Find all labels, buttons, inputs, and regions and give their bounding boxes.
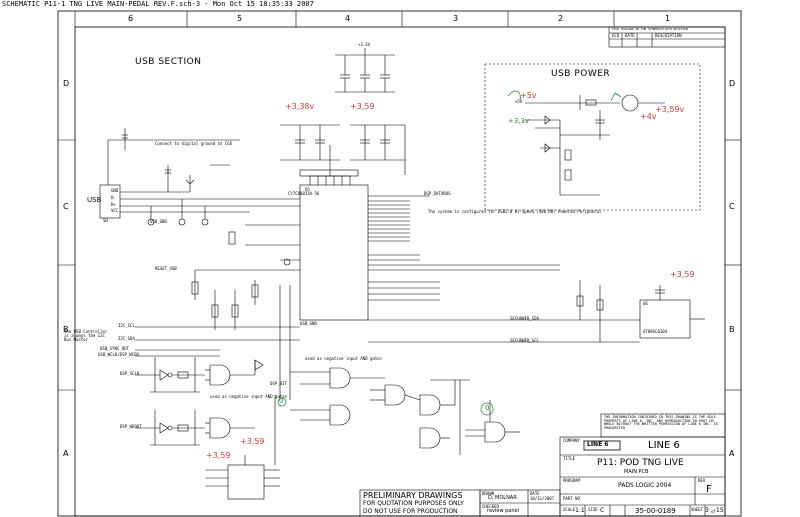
revision-col-description: DESCRIPTION [655,33,682,38]
title-block-title-label: TITLE [563,456,576,461]
handwritten-voltage: +3,38v [285,102,315,111]
handwritten-voltage: +5v [520,91,537,100]
handwritten-voltage: +3,59 [350,102,375,111]
title-block-date: 10/11/2007 [530,496,555,501]
net-label-usb-wclk: USB_WCLK/DSP_WCOO [98,352,139,357]
i2c-master-note: The USB Controller is always the I2C Bus… [64,329,108,342]
usb-pin-label: D- [111,195,116,200]
net-label-usb-gnd: USB_GND [150,219,167,224]
revision-col-eco: ECO [612,33,620,38]
zone-label-top: 1 [665,14,671,23]
title-block-scale: 1:1 [575,507,585,514]
prelim-line-1: PRELIMINARY DRAWINGS [363,491,463,500]
zone-label-side-left: B [63,325,69,334]
net-label-securwer-sda: SECURWER_SDA [510,316,539,321]
title-block-program: PADS LOGIC 2004 [618,482,672,489]
chip-u6-ref: U6 [643,301,648,306]
title-block-size-label: SIZE [588,507,598,512]
title-block-subtitle: MAIN PCB [624,469,649,475]
sheet-header: SCHEMATIC P11-1 TNG LIVE MAIN-PEDAL REV.… [2,0,314,8]
zone-label-side-left: A [63,449,69,458]
title-block-sheet-total: 15 [716,507,724,514]
net-label-vcc-33: +3.3V [358,42,371,47]
revision-col-date: DATE [625,33,635,38]
title-block-sheet: 3 [705,507,709,514]
proprietary-notice: THE INFORMATION CONTAINED IN THIS DRAWIN… [604,415,718,430]
zone-label-top: 4 [345,14,351,23]
net-label-usb-gnd-2: USB_GND [300,321,317,326]
title-block-program-label: PROGRAM [563,478,580,483]
chip-u5-part: CY7C68013A-56 [288,191,320,196]
nand-gates-note: used as negative input AND gates [305,356,383,361]
nand-gates-note-2: used as negative input AND gates [210,394,288,399]
zone-label-side-right: B [729,325,735,334]
chip-u6-part: AT88SC0104 [643,329,668,334]
net-label-i2c-scl: I2C_SCL [118,323,135,328]
usb-pin-label: SH [103,218,108,223]
handwritten-mark-green: 0 [485,404,490,412]
handwritten-voltage: +3,59 [206,451,231,460]
net-label-dsp-sclk: DSP_SCLK [120,371,140,376]
handwritten-mark-green: 0 [279,397,284,405]
zone-label-top: 2 [558,14,564,23]
green-circle-mark-1 [480,402,494,416]
title-block-title: P11: POD TNG LIVE [597,458,684,468]
net-label-securwer-scl: SECURWER_SCL [510,338,539,343]
zone-label-side-left: D [63,79,70,88]
chassis-ground-note: Connect to digital ground at CGX [155,141,233,146]
revision-title: FOLD HOLDING ON THE SCHEMATIC/PCB REVISI… [612,27,688,31]
title-block-rev: F [706,484,712,495]
title-block-sheet-label: SHEET [691,507,704,512]
handwritten-voltage: +3,59v [655,105,685,114]
handwritten-voltage: +4v [640,112,657,121]
title-block-drawn: D. MOLNAR [488,495,517,501]
title-block-of: of [711,509,716,514]
zone-label-side-right: D [729,79,736,88]
net-label-dsp-databus: DSP_DATABUS [424,191,451,196]
green-circle-mark-2 [277,397,287,407]
title-block-rev-label: REV [698,478,706,483]
title-block-checked: review panel [487,508,519,514]
title-block-company: LINE 6 [648,440,680,451]
green-check-mark [610,92,622,102]
zone-label-side-right: A [729,449,735,458]
net-label-vcc-5: +5V [515,99,523,104]
line6-logo: LINE 6 [587,441,609,448]
net-label-usb-sync: USB_SYNC_OUT [100,346,129,351]
net-label-reset: RESET_USB [155,266,177,271]
net-label-dsp-bit: DSP_BIT [270,381,287,386]
title-block-drawing-no: PART NO [563,496,580,501]
usb-pin-label: D+ [111,202,116,207]
handwritten-voltage-green: +3,3v [508,117,530,125]
chip-u5-ref: U5 [305,187,310,192]
green-arrow-mark [507,90,521,101]
usb-pin-label: GND [111,188,119,193]
net-label-i2c-sda: I2C_SDA [118,336,135,341]
usb-section-title: USB SECTION [135,57,202,67]
usb-connector-label: USB [87,196,102,204]
usb-power-title: USB POWER [551,69,611,79]
usb-pin-label: VCC [111,208,119,213]
title-block-date-label: DATE [530,491,540,496]
prelim-line-3: DO NOT USE FOR PRODUCTION [363,508,458,515]
zone-label-side-left: C [63,202,69,211]
title-block-part-no: 35-00-0189 [635,507,676,515]
title-block-scale-label: SCALE [563,507,576,512]
handwritten-voltage: +3,59 [670,270,695,279]
prelim-line-2: FOR QUOTATION PURPOSES ONLY [363,500,464,507]
title-block-drawn-label: DRAWN [482,491,495,496]
zone-label-side-right: C [729,202,735,211]
handwritten-voltage: +3,59 [240,437,265,446]
zone-label-top: 3 [453,14,459,23]
zone-label-top: 6 [128,14,134,23]
config-note: The system is configured for USB2.0 Hi-S… [428,209,602,214]
title-block-checked-label: CHECKED [482,504,499,509]
title-block-company-label: COMPANY [563,438,580,443]
title-block-size: C [600,507,605,514]
zone-label-top: 5 [237,14,243,23]
net-label-dsp-wdout: DSP_WDOUT [120,424,142,429]
